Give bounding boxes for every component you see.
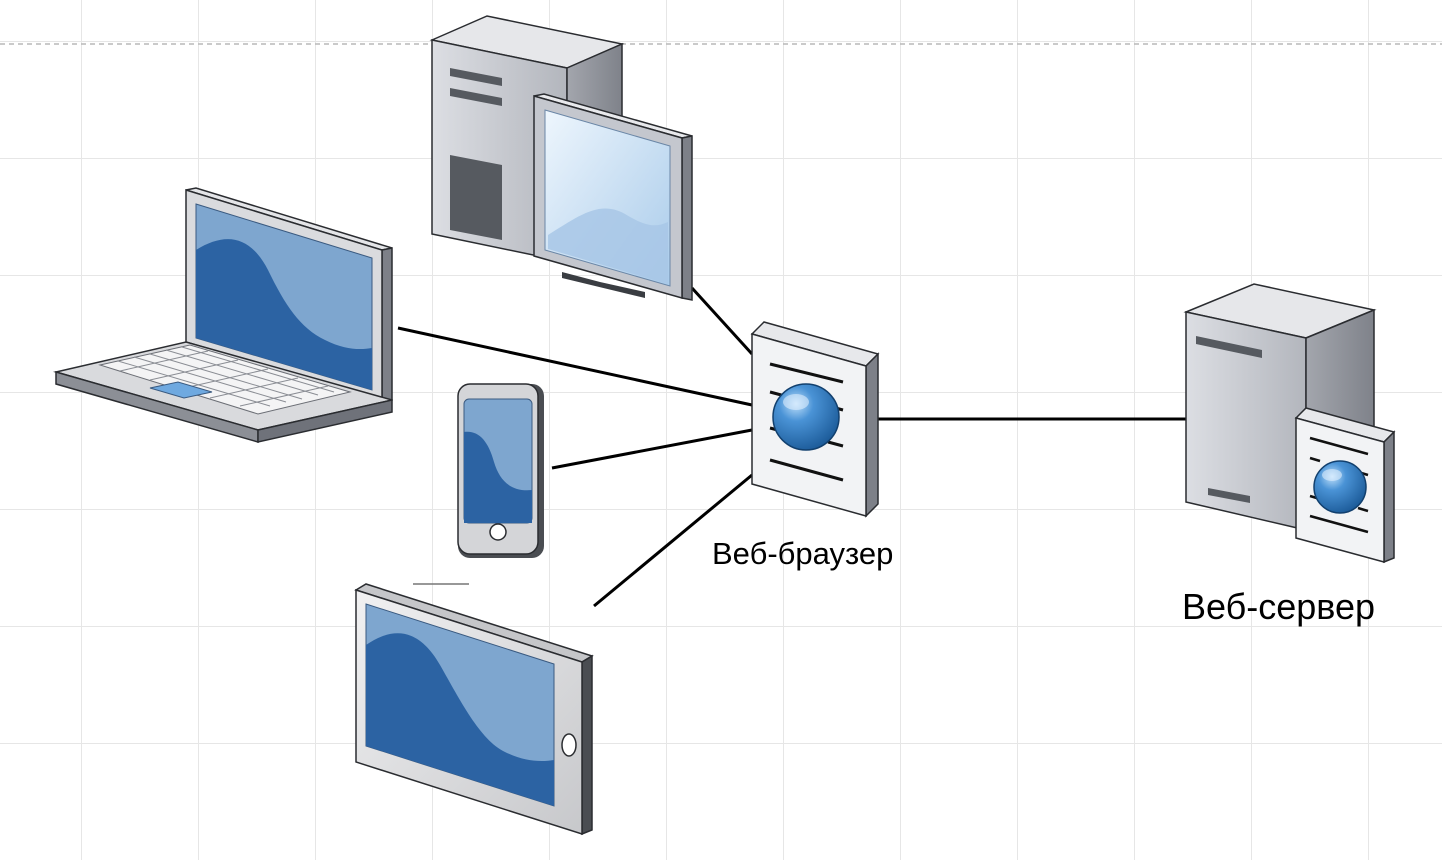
connectors xyxy=(397,286,1186,608)
edge-laptop-browser xyxy=(397,326,753,407)
tablet-icon xyxy=(354,583,594,836)
web-server-icon xyxy=(1183,283,1396,564)
desktop-computer-icon xyxy=(429,15,693,301)
web-browser-icon xyxy=(750,321,880,518)
smartphone-icon xyxy=(457,383,544,558)
laptop-icon xyxy=(53,187,393,443)
edge-phone-browser xyxy=(551,428,753,470)
edge-desktop-browser xyxy=(690,286,754,356)
web-server-label: Веб-сервер xyxy=(1182,586,1376,627)
web-browser-label: Веб-браузер xyxy=(712,536,894,571)
edge-tablet-browser xyxy=(593,473,753,608)
